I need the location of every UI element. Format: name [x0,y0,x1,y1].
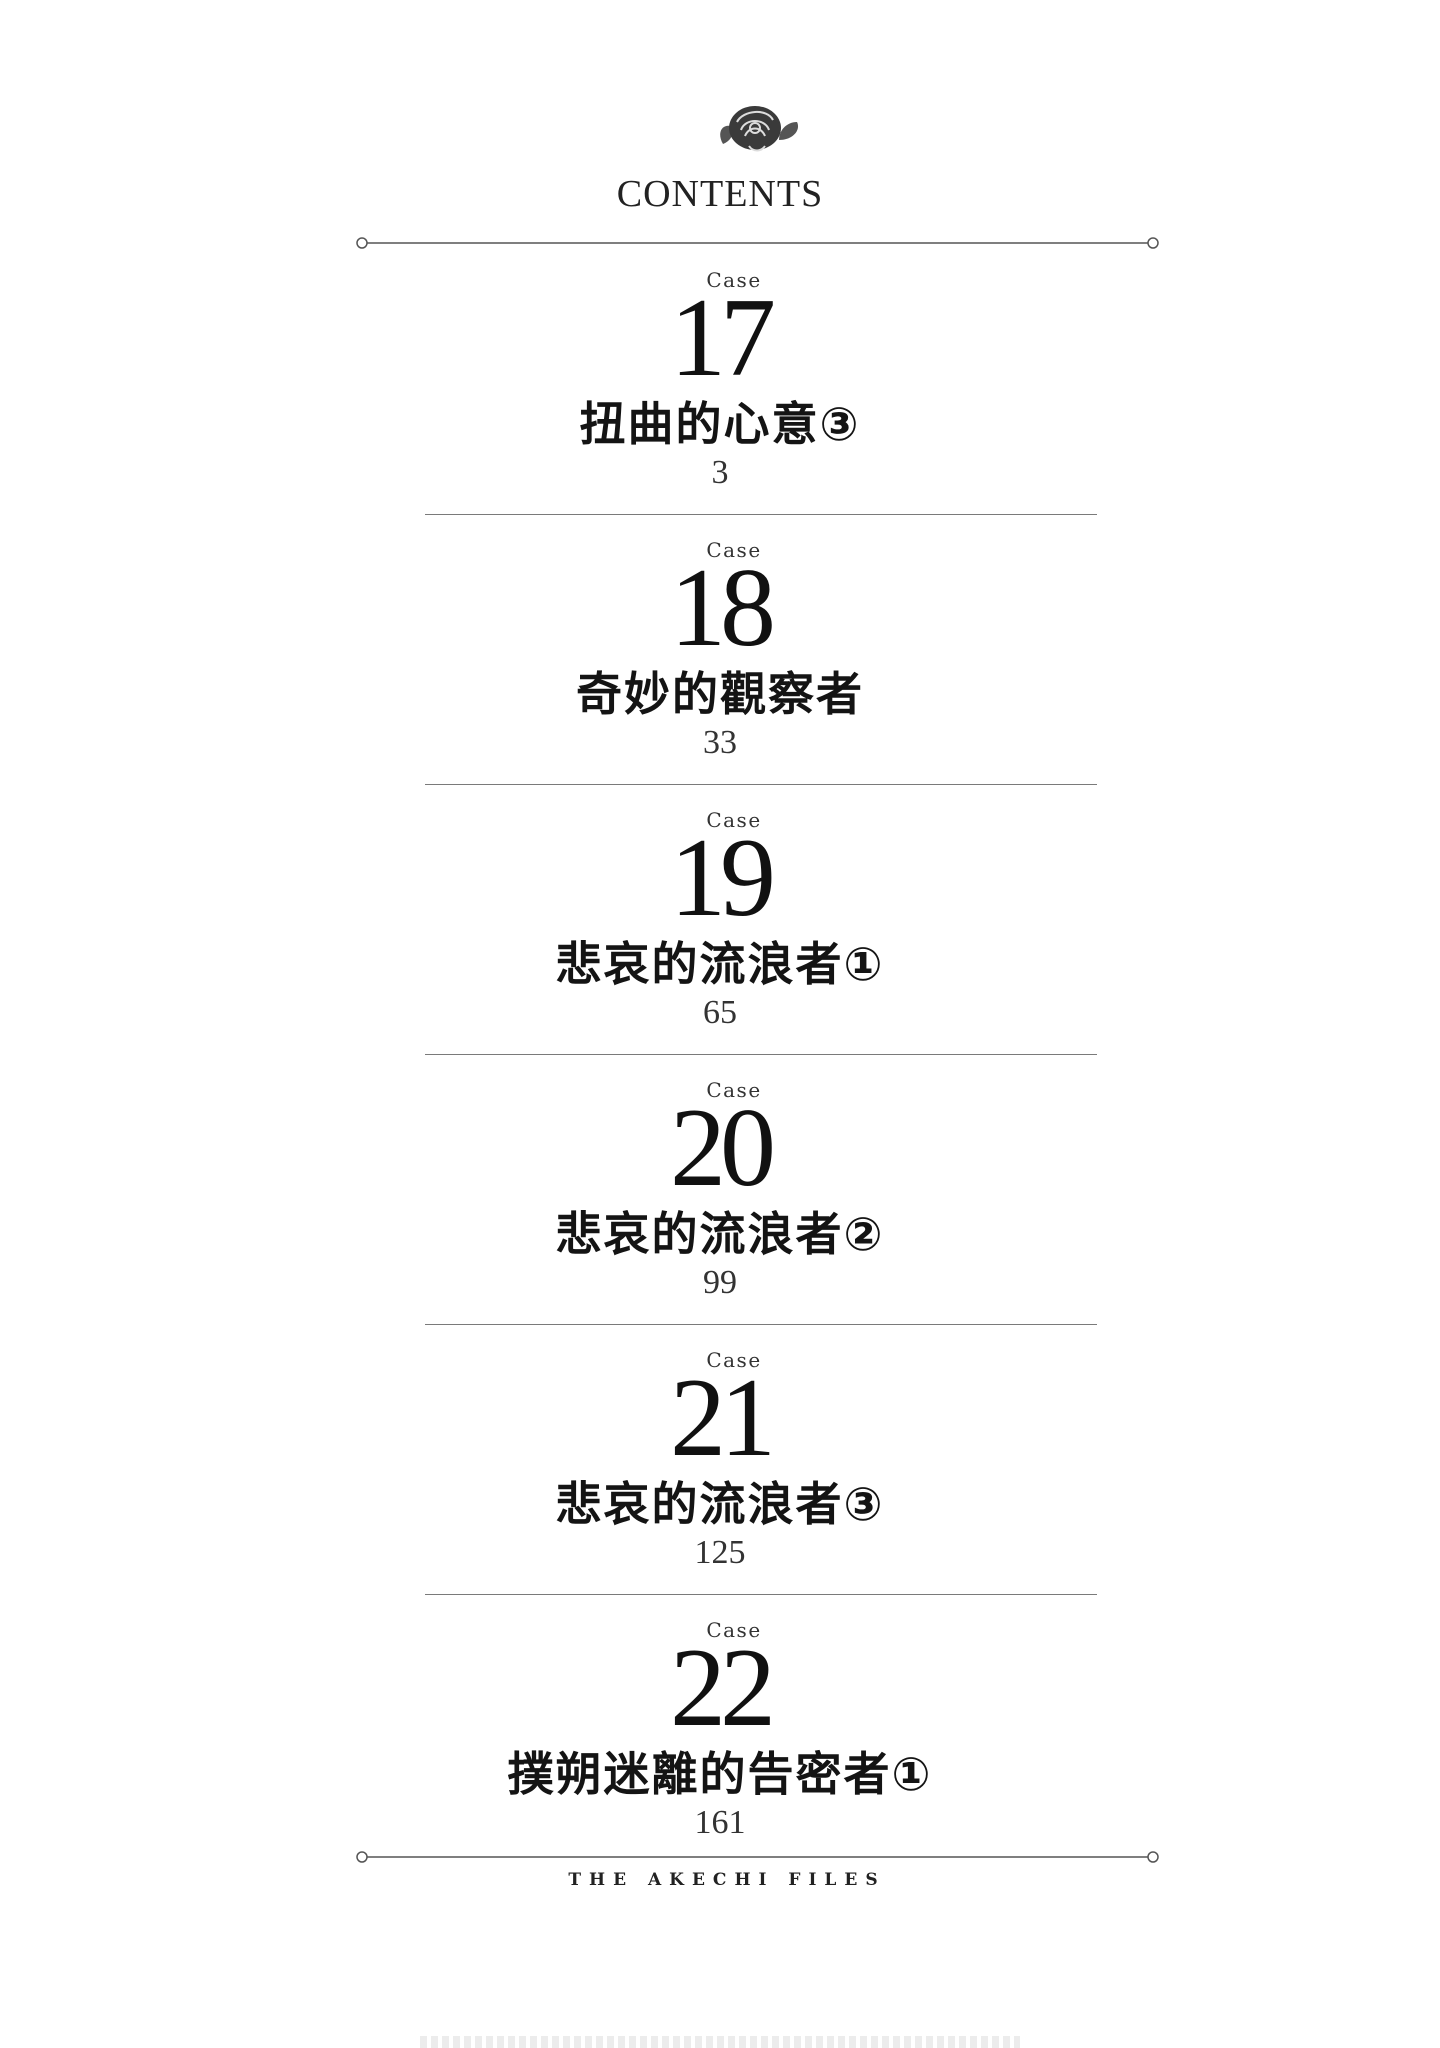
rose-icon [720,106,799,152]
page-number: 65 [703,994,737,1031]
chapter-title: 扭曲的心意③ [579,397,861,451]
case-label: Case [706,1078,762,1102]
case-label: Case [706,1348,762,1372]
page-number: 3 [711,454,729,491]
list-item[interactable]: Case 21 悲哀的流浪者③ 125 [0,1342,1440,1612]
case-label: Case [706,268,762,292]
rose-ornament [715,100,805,160]
case-number: 19 [670,816,776,940]
chapter-title: 悲哀的流浪者② [555,1207,885,1261]
divider [425,1324,1097,1325]
chapter-title: 奇妙的觀察者 [576,667,864,721]
divider [425,514,1097,515]
page-number: 161 [694,1804,746,1841]
divider [425,784,1097,785]
bottom-frame-rule [356,1851,1159,1863]
chapter-title: 悲哀的流浪者③ [555,1477,885,1531]
page-number: 33 [703,724,737,761]
case-label: Case [706,808,762,832]
list-item[interactable]: Case 18 奇妙的觀察者 33 [0,532,1440,802]
chapter-title: 悲哀的流浪者① [555,937,885,991]
case-number: 20 [670,1086,776,1210]
case-label: Case [706,538,762,562]
case-number: 21 [670,1356,776,1480]
page-bleed-texture [420,2036,1020,2048]
page-number: 99 [703,1264,737,1301]
divider [425,1594,1097,1595]
contents-heading: CONTENTS [616,173,824,215]
case-number: 22 [670,1626,776,1750]
list-item[interactable]: Case 17 扭曲的心意③ 3 [0,262,1440,532]
series-footer: THE AKECHI FILES [568,1870,886,1890]
case-label: Case [706,1618,762,1642]
list-item[interactable]: Case 19 悲哀的流浪者① 65 [0,802,1440,1072]
list-item[interactable]: Case 20 悲哀的流浪者② 99 [0,1072,1440,1342]
divider [425,1054,1097,1055]
page-number: 125 [694,1534,746,1571]
case-number: 18 [670,546,776,670]
contents-list: Case 17 扭曲的心意③ 3 Case 18 奇妙的觀察者 33 Case … [0,262,1440,1882]
chapter-title: 撲朔迷離的告密者① [507,1747,933,1801]
list-item[interactable]: Case 22 撲朔迷離的告密者① 161 [0,1612,1440,1882]
case-number: 17 [670,276,776,400]
top-frame-rule [356,237,1159,249]
